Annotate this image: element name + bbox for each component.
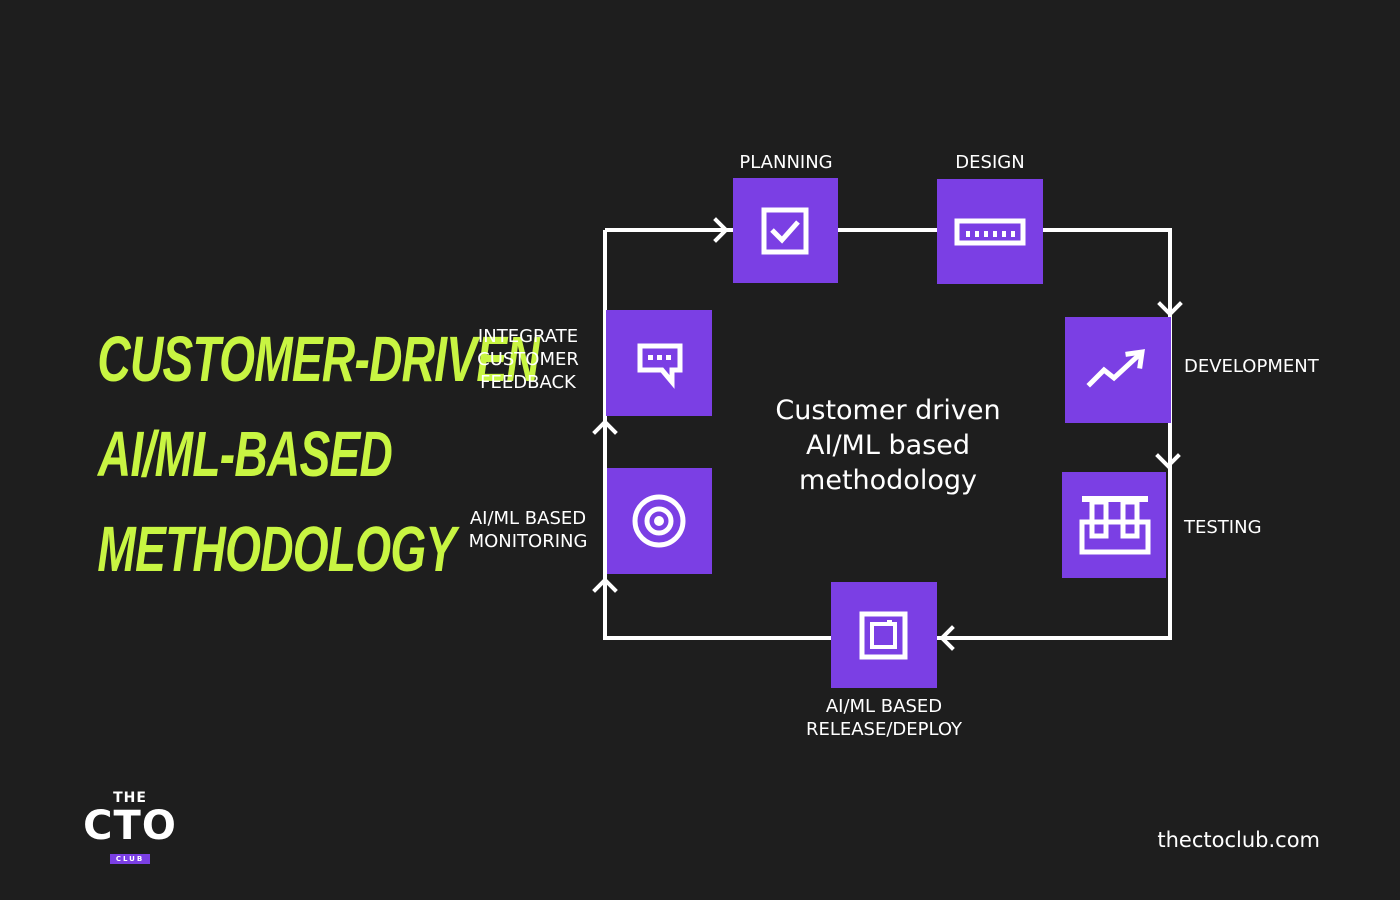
step-testing [1062,472,1166,578]
logo-sub-text: CLUB [109,854,151,864]
label-planning: PLANNING [739,152,833,173]
label-development: DEVELOPMENT [1184,356,1319,377]
arrow-into-deploy [939,625,955,651]
label-monitoring: AI/ML BASED MONITORING [468,508,588,552]
step-release-deploy [831,582,937,688]
headline-line-2: AI/ML-BASED [97,418,393,490]
cycle-center-text: Customer driven AI/ML based methodology [775,395,1001,496]
step-design [937,179,1043,284]
label-design: DESIGN [955,152,1025,173]
site-url: thectoclub.com [1157,828,1320,852]
arrow-into-development [1157,301,1183,317]
lab-flasks-icon [1079,496,1151,555]
arrow-into-planning [713,217,729,243]
step-feedback [606,310,712,416]
chat-bubble-icon [637,343,683,389]
label-release-deploy: AI/ML BASED RELEASE/DEPLOY [805,696,963,740]
ruler-icon [954,218,1026,246]
step-development [1065,317,1171,423]
cto-club-logo: THE CTO CLUB [80,790,180,866]
deploy-frame-icon [859,611,908,660]
step-planning [733,178,838,283]
arrow-into-testing [1155,453,1181,469]
target-icon [632,494,686,548]
trend-up-icon [1086,349,1145,388]
arrow-into-monitoring [592,577,618,593]
step-monitoring [607,468,712,574]
label-feedback: INTEGRATE CUSTOMER FEEDBACK [477,326,579,393]
arrow-into-feedback [592,419,618,435]
logo-top-text: THE [113,790,147,806]
label-testing: TESTING [1184,517,1262,538]
logo-main-text: CTO [83,803,177,849]
checkbox-icon [761,207,809,255]
